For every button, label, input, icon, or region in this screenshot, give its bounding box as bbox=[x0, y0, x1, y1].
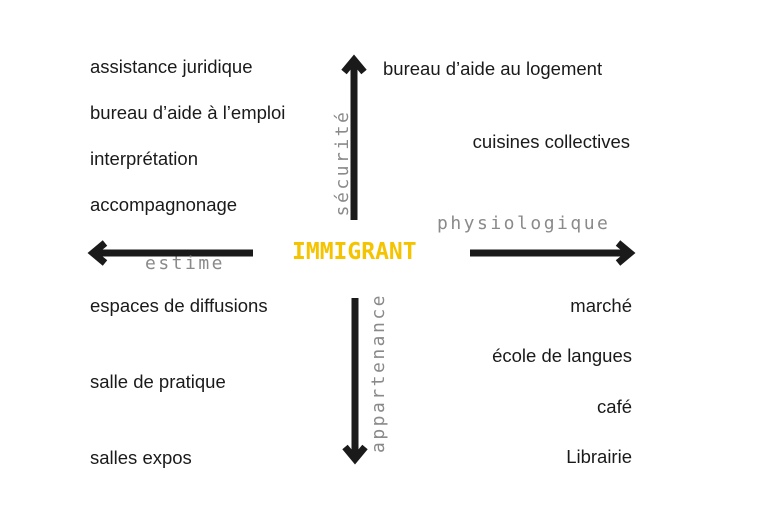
bottom-left-item: salle de pratique bbox=[90, 371, 226, 392]
top-right-item: cuisines collectives bbox=[472, 131, 630, 152]
bottom-right-item: café bbox=[597, 396, 632, 417]
center-label: IMMIGRANT bbox=[292, 239, 417, 265]
top-right-item: bureau d’aide au logement bbox=[383, 58, 603, 79]
bottom-right-item: marché bbox=[570, 295, 632, 316]
bottom-right-item: Librairie bbox=[566, 446, 632, 467]
bottom-right-item: école de langues bbox=[492, 345, 632, 366]
top-left-item: interprétation bbox=[90, 148, 198, 169]
top-left-item: bureau d’aide à l’emploi bbox=[90, 102, 286, 123]
bottom-left-item: salles expos bbox=[90, 447, 192, 468]
arrow-down bbox=[342, 298, 368, 465]
arrow-left bbox=[87, 240, 253, 266]
top-left-item: assistance juridique bbox=[90, 56, 253, 77]
arrow-up bbox=[341, 54, 367, 220]
axis-label-appartenance: appartenance bbox=[368, 292, 389, 454]
axis-label-physiologique: physiologique bbox=[437, 213, 611, 234]
top-left-item: accompagnonage bbox=[90, 194, 238, 215]
bottom-left-item: espaces de diffusions bbox=[90, 295, 268, 316]
axis-label-securite: sécurité bbox=[332, 109, 353, 217]
arrow-right bbox=[470, 240, 636, 266]
axis-label-estime: estime bbox=[145, 253, 226, 274]
